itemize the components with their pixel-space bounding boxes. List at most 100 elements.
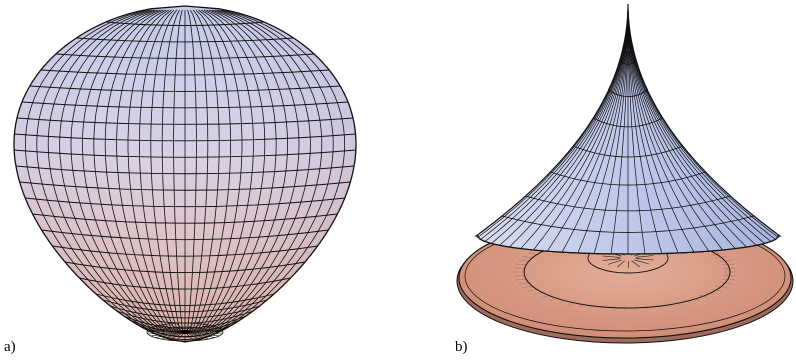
egg-meridian-line bbox=[193, 9, 231, 333]
disc-tick bbox=[710, 252, 723, 256]
egg-meridian-line bbox=[214, 9, 334, 333]
egg-meridian-line bbox=[209, 9, 311, 333]
egg-outline bbox=[13, 5, 357, 343]
egg-meridian-line bbox=[161, 9, 181, 333]
egg-meridian-line bbox=[200, 9, 266, 333]
cone-meridian-line bbox=[627, 6, 724, 251]
pole-spoke bbox=[147, 329, 186, 333]
egg-meridian-line bbox=[47, 9, 159, 333]
pole-spoke bbox=[150, 327, 186, 333]
egg-meridian-line bbox=[81, 9, 165, 333]
disc-tick bbox=[719, 282, 732, 285]
egg-meridian-line bbox=[116, 9, 172, 333]
disc-tick bbox=[568, 301, 576, 306]
pole-spoke bbox=[184, 329, 223, 333]
disc-tick bbox=[579, 303, 585, 308]
egg-meridian-line bbox=[211, 9, 323, 333]
egg-meridian-line bbox=[150, 9, 179, 333]
rosette-spoke bbox=[602, 258, 621, 261]
pole-spoke bbox=[184, 327, 220, 333]
egg-meridian-line bbox=[202, 9, 277, 333]
cone-meridian-line bbox=[610, 6, 629, 254]
egg-bottom-pole bbox=[146, 322, 224, 342]
disc-tick bbox=[719, 259, 732, 262]
cone-meridian-line bbox=[561, 6, 629, 253]
disc-tick bbox=[721, 263, 735, 266]
disc-tick bbox=[541, 294, 552, 298]
cone-outline bbox=[474, 4, 782, 255]
cone-meridian-line bbox=[627, 6, 710, 252]
egg-meridian-line bbox=[198, 9, 254, 333]
panel-label-b: b) bbox=[455, 339, 468, 355]
disc-tick bbox=[655, 304, 660, 309]
rosette-spoke bbox=[602, 255, 621, 258]
cone-meridian-line bbox=[577, 6, 629, 254]
cone-meridian-line bbox=[627, 6, 679, 254]
egg-meridian-line bbox=[127, 9, 175, 333]
cone-meridian-line bbox=[593, 6, 629, 254]
disc-tick bbox=[674, 301, 682, 306]
disc-tick bbox=[515, 263, 529, 266]
disc-tick bbox=[683, 299, 691, 304]
disc-tick bbox=[527, 252, 540, 256]
disc-tick bbox=[515, 278, 529, 281]
disc-tick bbox=[559, 299, 567, 304]
egg-meridian-line bbox=[173, 9, 184, 333]
egg-meridian-line bbox=[70, 9, 163, 333]
disc-tick bbox=[522, 285, 535, 288]
pole-spoke bbox=[150, 331, 186, 337]
egg-meridian-line bbox=[191, 9, 220, 333]
egg-meridian-line bbox=[205, 9, 289, 333]
rosette-spoke bbox=[608, 259, 622, 265]
disc-tick bbox=[691, 297, 700, 301]
egg-meridian-line bbox=[216, 9, 346, 333]
pole-spoke bbox=[184, 331, 220, 337]
disc-tick bbox=[550, 297, 559, 301]
pole-spoke bbox=[155, 331, 186, 338]
cone-meridian-line bbox=[546, 6, 629, 252]
disc-tick bbox=[715, 285, 728, 288]
panel-a-egg-surface bbox=[13, 5, 357, 343]
disc-tick bbox=[518, 282, 531, 285]
pole-center bbox=[180, 330, 190, 334]
cone-meridian-line bbox=[627, 6, 663, 254]
cone-meridian-line bbox=[627, 6, 695, 253]
cone-meridian-line bbox=[627, 6, 646, 254]
disc-tick bbox=[527, 288, 540, 292]
egg-meridian-line bbox=[207, 9, 300, 333]
rosette-spoke bbox=[631, 260, 640, 268]
rosette-spoke bbox=[634, 259, 649, 265]
disc-tick bbox=[590, 304, 595, 309]
disc-tick bbox=[534, 291, 545, 295]
egg-meridian-line bbox=[195, 9, 243, 333]
disc-tick bbox=[698, 294, 709, 298]
disc-tick bbox=[601, 305, 605, 310]
rosette-spoke bbox=[635, 258, 654, 261]
egg-meridian-line bbox=[186, 9, 197, 333]
rosette-spoke bbox=[635, 255, 654, 258]
panel-b-cone-surface bbox=[456, 4, 794, 344]
egg-meridian-line bbox=[139, 9, 177, 333]
pole-spoke bbox=[184, 326, 215, 333]
egg-meridian-line bbox=[36, 9, 156, 333]
disc-tick bbox=[613, 305, 615, 311]
pole-spoke bbox=[184, 331, 215, 338]
egg-meridian-line bbox=[104, 9, 170, 333]
disc-tick bbox=[518, 259, 531, 262]
disc-tick bbox=[665, 303, 671, 308]
disc-tick bbox=[635, 305, 637, 311]
pole-spoke bbox=[155, 326, 186, 333]
egg-meridian-line bbox=[59, 9, 161, 333]
disc-tick bbox=[645, 305, 649, 310]
rosette-spoke bbox=[617, 260, 625, 268]
egg-meridian-line bbox=[189, 9, 209, 333]
egg-meridian-line bbox=[24, 9, 154, 333]
disc-tick bbox=[715, 256, 728, 259]
egg-meridian-line bbox=[93, 9, 168, 333]
disc-tick bbox=[705, 291, 716, 295]
disc-tick bbox=[721, 278, 735, 281]
panel-label-a: a) bbox=[4, 339, 16, 355]
disc-tick bbox=[522, 256, 535, 259]
